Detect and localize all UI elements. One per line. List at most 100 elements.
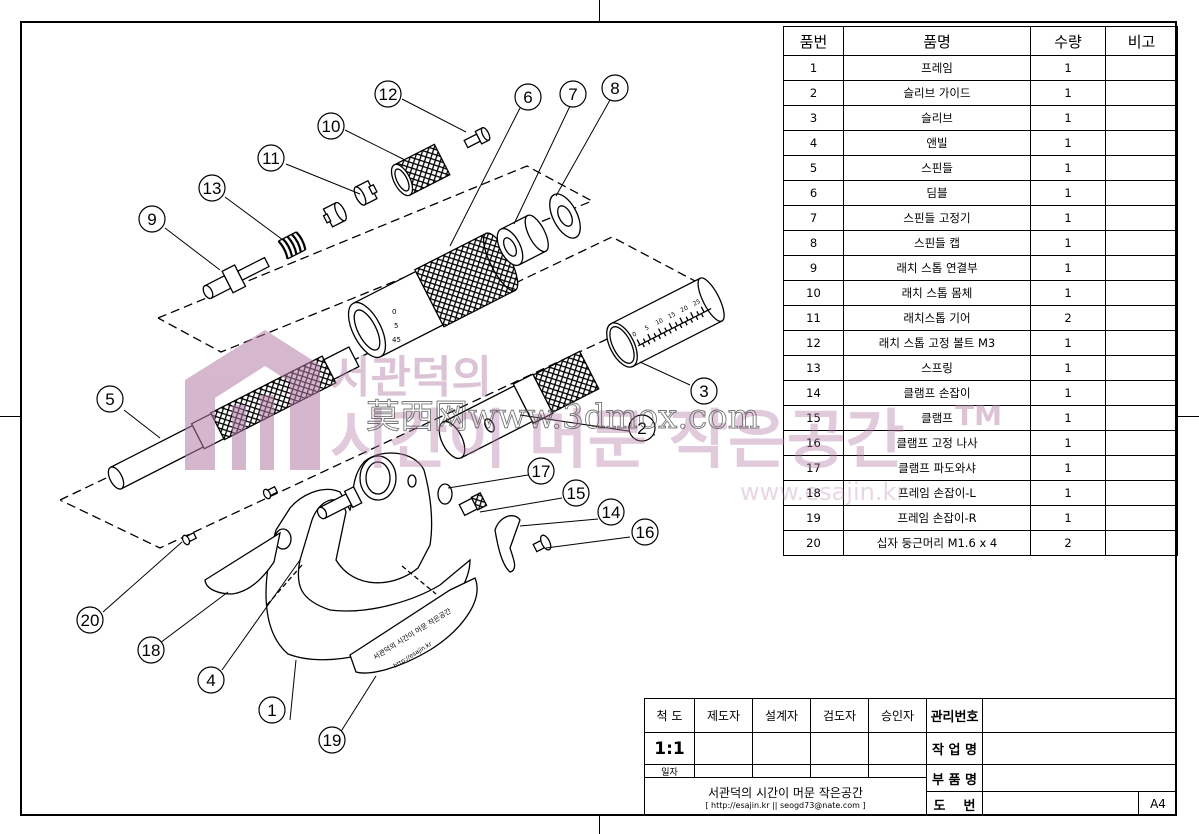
- balloon-20: 20: [76, 606, 104, 634]
- cell-note: [1105, 430, 1178, 456]
- cell-no: 4: [783, 130, 844, 156]
- header-note: 비고: [1105, 26, 1178, 56]
- balloon-14: 14: [597, 498, 625, 526]
- designer-label: 설계자: [752, 698, 810, 732]
- cell-no: 5: [783, 155, 844, 181]
- cell-qty: 1: [1030, 180, 1106, 206]
- svg-text:12: 12: [379, 85, 398, 104]
- sleeve-mark-25: 25: [692, 298, 702, 308]
- svg-text:9: 9: [147, 210, 156, 229]
- screw-b: [262, 485, 279, 500]
- cell-qty: 1: [1030, 130, 1106, 156]
- cell-name: 래치 스톱 고정 볼트 M3: [843, 330, 1031, 356]
- cell-name: 프레임 손잡이-R: [843, 505, 1031, 531]
- cell-no: 13: [783, 355, 844, 381]
- balloon-15: 15: [562, 479, 590, 507]
- center-mark-right: [1177, 416, 1199, 417]
- job-name-label: 작 업 명: [926, 732, 982, 764]
- screw-a: [181, 531, 198, 546]
- studio-contact: [ http://esajin.kr || seogd73@nate.com ]: [705, 801, 866, 810]
- cell-name: 프레임 손잡이-L: [843, 480, 1031, 506]
- spring: [277, 231, 307, 260]
- balloon-16: 16: [631, 518, 659, 546]
- cell-no: 1: [783, 55, 844, 81]
- cell-qty: 1: [1030, 480, 1106, 506]
- center-mark-left: [0, 416, 20, 417]
- cell-note: [1105, 105, 1178, 131]
- sleeve: 0 5 10 15 20 25: [606, 277, 725, 368]
- cell-qty: 1: [1030, 255, 1106, 281]
- checker-sign: [810, 732, 868, 764]
- center-mark-top: [599, 0, 600, 21]
- cell-note: [1105, 180, 1178, 206]
- sleeve-mark-20: 20: [679, 304, 689, 314]
- svg-text:3: 3: [699, 382, 708, 401]
- cell-no: 3: [783, 105, 844, 131]
- svg-text:13: 13: [203, 179, 222, 198]
- cell-no: 10: [783, 280, 844, 306]
- thimble-mark-45: 45: [392, 336, 401, 344]
- sleeve-mark-5: 5: [644, 324, 651, 332]
- cell-qty: 1: [1030, 380, 1106, 406]
- title-block: 척 도 제도자 설계자 검도자 승인자 관리번호 1:1 작 업 명 일자 부 …: [644, 698, 1177, 816]
- ratchet-body: [390, 143, 451, 197]
- thimble-mark-0: 0: [392, 308, 396, 316]
- cell-note: [1105, 80, 1178, 106]
- ratchet-connector: [202, 256, 270, 300]
- cell-name: 래치 스톱 몸체: [843, 280, 1031, 306]
- svg-text:10: 10: [322, 117, 341, 136]
- svg-text:16: 16: [636, 523, 655, 542]
- balloon-3: 3: [690, 377, 718, 405]
- cell-note: [1105, 280, 1178, 306]
- header-qty: 수량: [1030, 26, 1106, 56]
- header-no: 품번: [783, 26, 844, 56]
- cell-name: 클램프 고정 나사: [843, 430, 1031, 456]
- cell-no: 19: [783, 505, 844, 531]
- svg-text:2: 2: [637, 419, 646, 438]
- balloon-6: 6: [514, 83, 542, 111]
- balloon-19: 19: [318, 726, 346, 754]
- cell-note: [1105, 130, 1178, 156]
- ratchet-gear-b: [353, 179, 378, 206]
- spindle-lock: [496, 214, 549, 267]
- balloon-17: 17: [527, 457, 555, 485]
- mgmt-no-value: [982, 698, 1177, 732]
- mgmt-no-label: 관리번호: [926, 698, 982, 732]
- cell-no: 14: [783, 380, 844, 406]
- exploded-view: 0 5 45: [59, 74, 725, 754]
- cell-qty: 1: [1030, 405, 1106, 431]
- cell-name: 클램프 손잡이: [843, 380, 1031, 406]
- svg-text:14: 14: [602, 503, 621, 522]
- cell-note: [1105, 455, 1178, 481]
- cell-qty: 1: [1030, 430, 1106, 456]
- cell-no: 18: [783, 480, 844, 506]
- cell-qty: 1: [1030, 330, 1106, 356]
- sleeve-mark-10: 10: [654, 317, 664, 327]
- cell-note: [1105, 155, 1178, 181]
- cell-note: [1105, 355, 1178, 381]
- balloon-2: 2: [628, 414, 656, 442]
- cell-qty: 2: [1030, 305, 1106, 331]
- checker-label: 검도자: [810, 698, 868, 732]
- frame-handle-left: [204, 531, 281, 595]
- cell-note: [1105, 505, 1178, 531]
- cell-no: 7: [783, 205, 844, 231]
- cell-no: 6: [783, 180, 844, 206]
- sleeve-mark-15: 15: [667, 311, 677, 321]
- cell-name: 클램프: [843, 405, 1031, 431]
- drawing-no-label: 도 번: [926, 791, 982, 816]
- cell-qty: 1: [1030, 455, 1106, 481]
- cell-note: [1105, 330, 1178, 356]
